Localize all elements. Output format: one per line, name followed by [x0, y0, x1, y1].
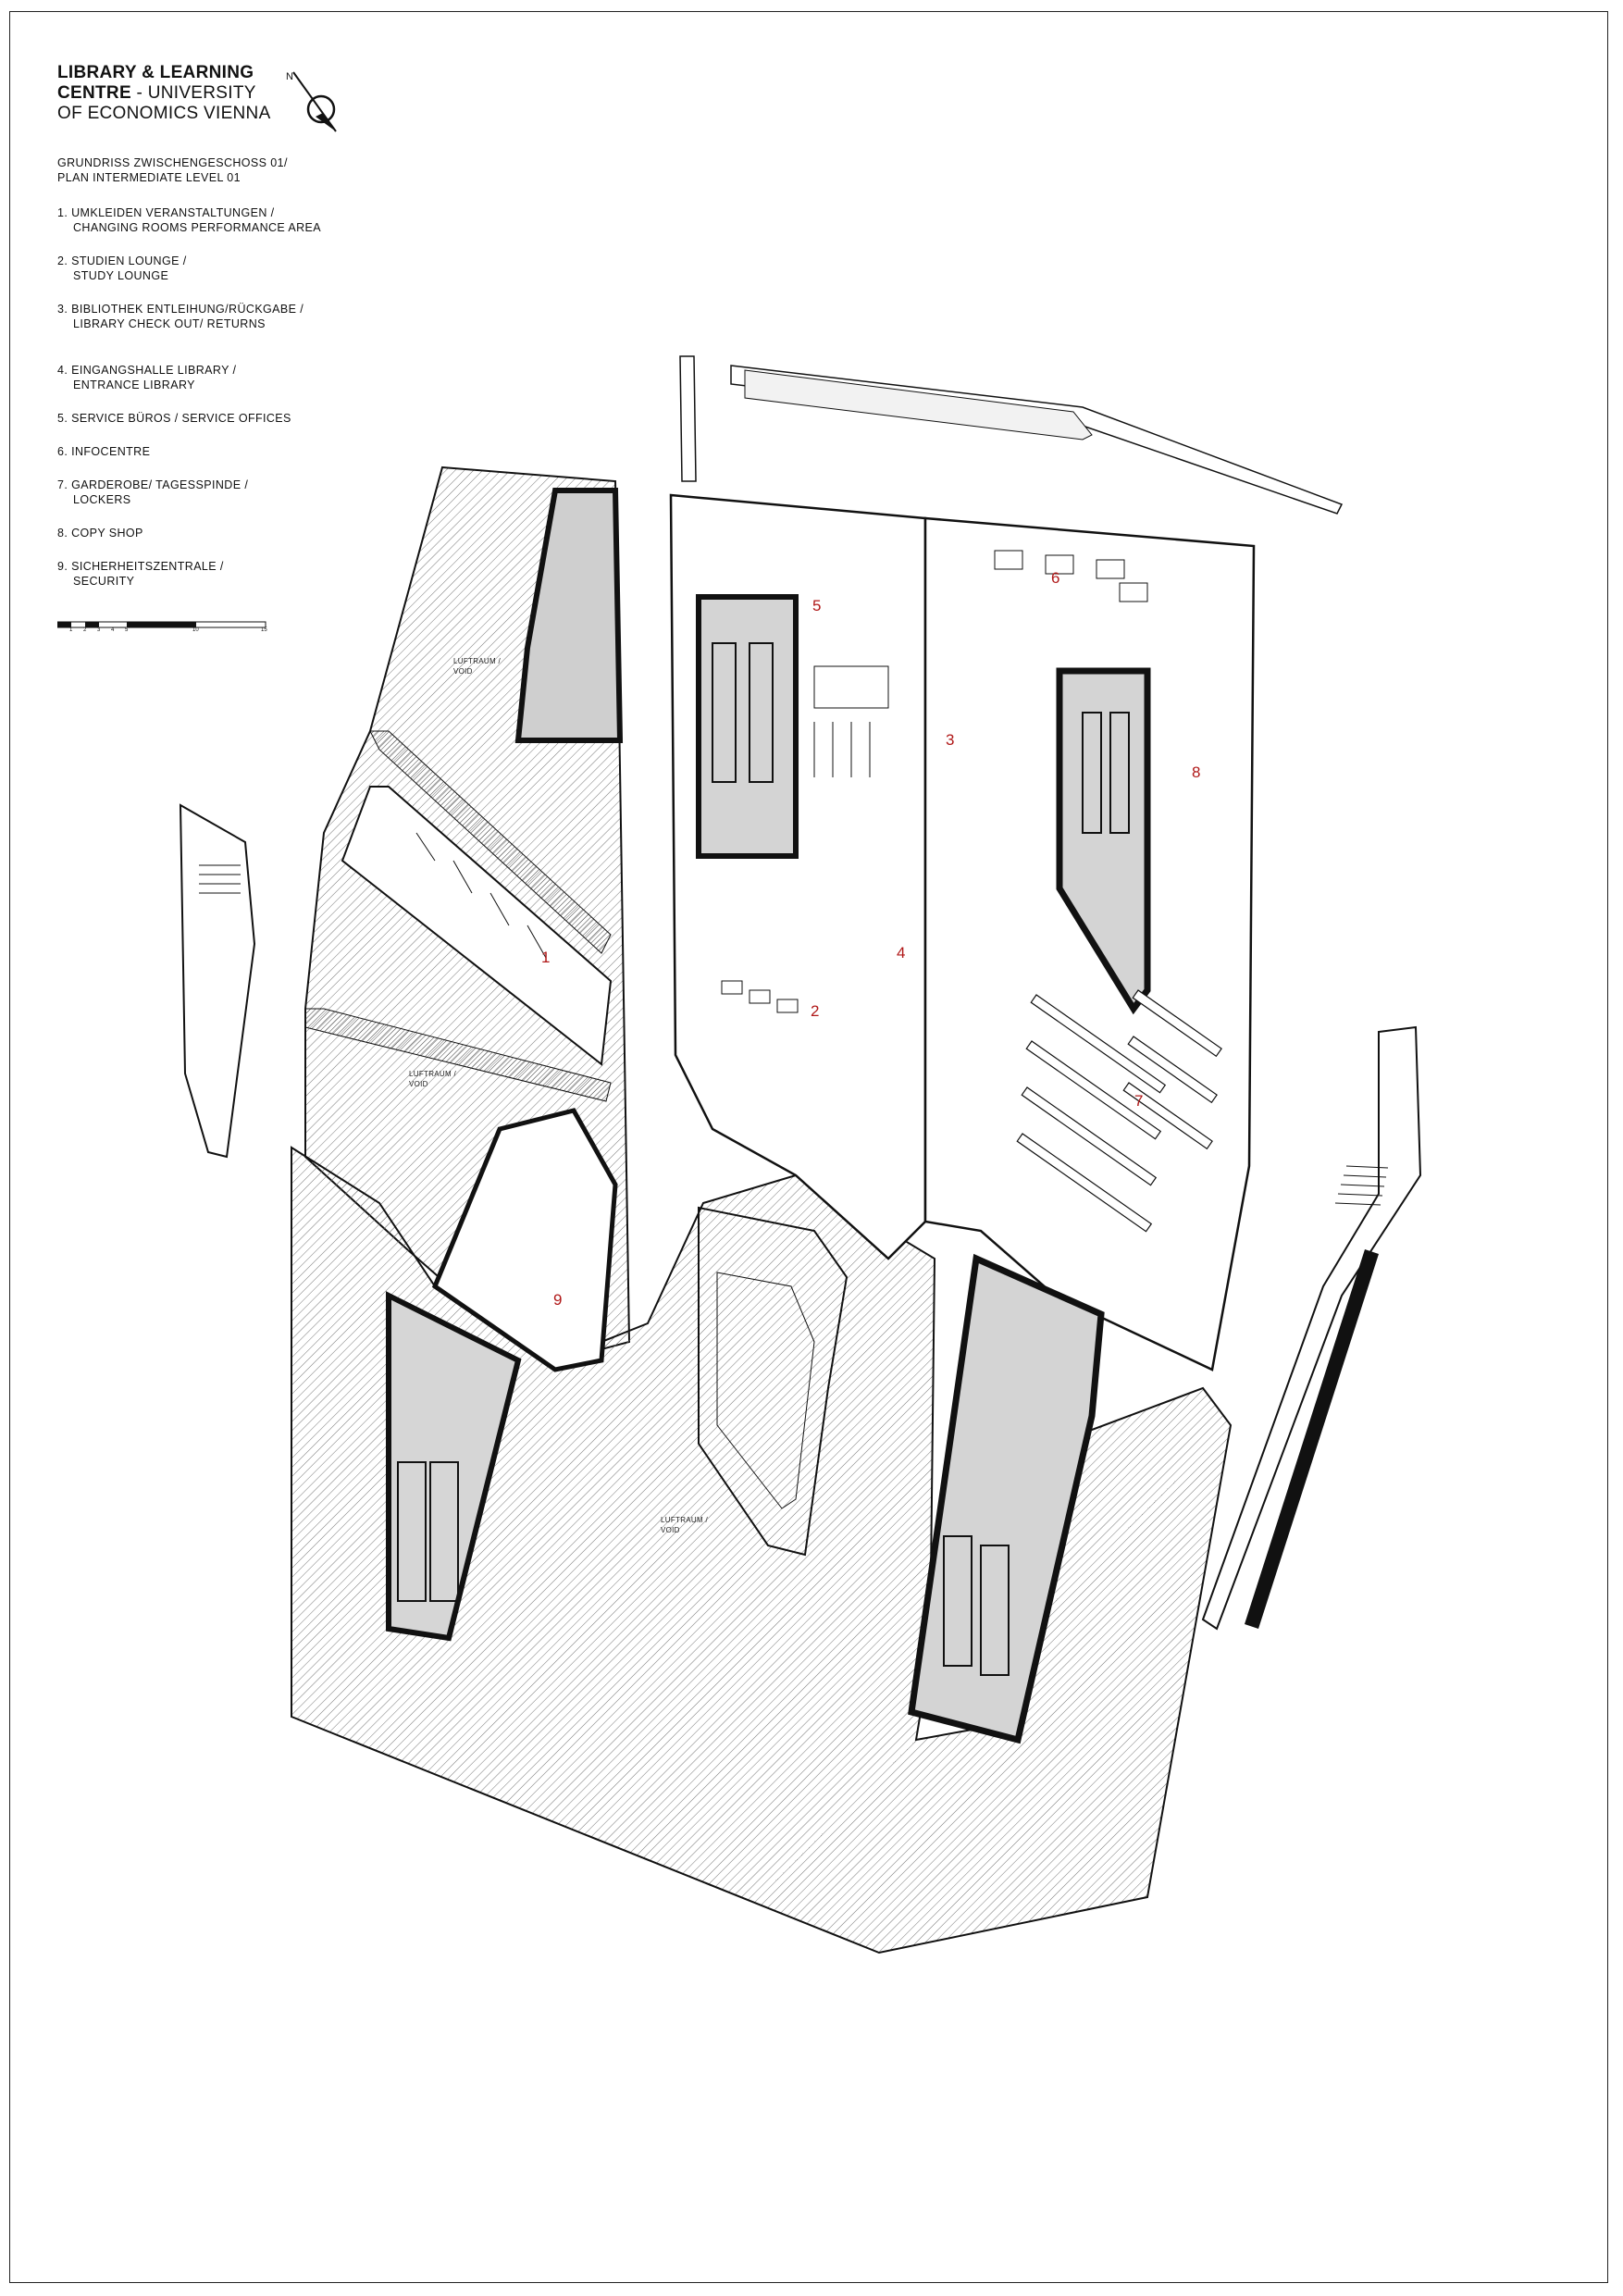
legend-item-6: 6. INFOCENTRE: [57, 444, 363, 459]
room-number-7: 7: [1134, 1092, 1143, 1110]
library-east-block: [923, 516, 1256, 1371]
plan-subtitle: GRUNDRISS ZWISCHENGESCHOSS 01/ PLAN INTE…: [57, 155, 363, 185]
legend-5-line1: 5. SERVICE BÜROS / SERVICE OFFICES: [57, 412, 291, 425]
void-label-3-line1: LUFTRAUM /: [661, 1516, 708, 1524]
svg-text:N: N: [286, 71, 293, 82]
legend-item-8: 8. COPY SHOP: [57, 526, 363, 540]
room-number-9: 9: [553, 1291, 562, 1309]
north-arrow-icon: N: [286, 71, 337, 132]
southeast-core: [908, 1253, 1105, 1744]
infocentre-desks: [994, 550, 1148, 602]
legend-9-line2: SECURITY: [73, 575, 135, 588]
room-number-4: 4: [897, 944, 905, 962]
room-number-6: 6: [1051, 569, 1059, 587]
legend-3-line1: 3. BIBLIOTHEK ENTLEIHUNG/RÜCKGABE /: [57, 303, 304, 316]
title-line-2-rest: - UNIVERSITY: [130, 83, 256, 103]
west-diagonal-band-2: [304, 1008, 612, 1102]
security-block: [431, 1108, 618, 1372]
legend-item-9: 9. SICHERHEITSZENTRALE / SECURITY: [57, 559, 363, 589]
central-void-court: [698, 1206, 849, 1557]
east-ramp: [1201, 1025, 1422, 1631]
title-block: LIBRARY & LEARNING CENTRE - UNIVERSITY O…: [57, 63, 363, 607]
north-entrance-ramp-inner: [744, 369, 1093, 441]
study-lounge-furniture: [721, 665, 889, 1013]
void-label-2-line1: LUFTRAUM /: [409, 1070, 456, 1078]
scale-label-2: 2: [83, 627, 87, 633]
legend-7-line2: LOCKERS: [73, 493, 131, 506]
central-void-court-inner: [716, 1272, 815, 1509]
legend-7-line1: 7. GARDEROBE/ TAGESSPINDE /: [57, 478, 249, 491]
legend-8-line1: 8. COPY SHOP: [57, 527, 143, 540]
room-legend: 1. UMKLEIDEN VERANSTALTUNGEN / CHANGING R…: [57, 205, 363, 589]
legend-3-line2: LIBRARY CHECK OUT/ RETURNS: [73, 317, 266, 330]
scale-label-4: 4: [111, 627, 115, 633]
east-ramp-stairs: [1334, 1165, 1389, 1206]
legend-item-7: 7. GARDEROBE/ TAGESSPINDE / LOCKERS: [57, 478, 363, 507]
legend-item-4: 4. EINGANGSHALLE LIBRARY / ENTRANCE LIBRA…: [57, 363, 363, 392]
scale-label-3: 3: [97, 627, 101, 633]
legend-1-line2: CHANGING ROOMS PERFORMANCE AREA: [73, 221, 321, 234]
sheet-border: [9, 11, 1608, 2283]
room-number-5: 5: [812, 597, 821, 614]
subtitle-line-2: PLAN INTERMEDIATE LEVEL 01: [57, 171, 241, 184]
legend-item-2: 2. STUDIEN LOUNGE / STUDY LOUNGE: [57, 254, 363, 283]
room-number-8: 8: [1192, 763, 1200, 781]
southwest-core-stairs: [397, 1461, 459, 1602]
central-core: [696, 594, 799, 859]
legend-2-line1: 2. STUDIEN LOUNGE /: [57, 254, 187, 267]
north-entrance-ramp: [679, 355, 1344, 515]
scale-label-1: 1: [69, 627, 73, 633]
title-line-2-bold: CENTRE: [57, 83, 131, 103]
changing-room-partitions: [415, 832, 547, 959]
changing-rooms-block: [341, 786, 613, 1066]
project-title: LIBRARY & LEARNING CENTRE - UNIVERSITY O…: [57, 63, 363, 124]
scale-bar: 1 2 3 4 5 10 15: [56, 618, 279, 635]
room-number-1: 1: [541, 949, 550, 966]
legend-2-line2: STUDY LOUNGE: [73, 269, 169, 282]
southeast-core-stairs: [943, 1535, 1010, 1676]
west-ramp-stairs: [199, 864, 241, 894]
west-ramp: [179, 803, 256, 1159]
locker-rows: [1016, 989, 1222, 1233]
legend-1-line1: 1. UMKLEIDEN VERANSTALTUNGEN /: [57, 206, 275, 219]
title-line-3: OF ECONOMICS VIENNA: [57, 104, 271, 123]
legend-item-3: 3. BIBLIOTHEK ENTLEIHUNG/RÜCKGABE /LIBRA…: [57, 302, 363, 331]
east-ramp-strip: [1245, 1249, 1379, 1629]
legend-4-line1: 4. EINGANGSHALLE LIBRARY /: [57, 364, 237, 377]
west-core-shaft: [514, 488, 624, 743]
central-core-stairs: [712, 642, 774, 783]
void-label-2-line2: VOID: [409, 1080, 428, 1088]
southwest-core: [386, 1291, 522, 1642]
legend-4-line2: ENTRANCE LIBRARY: [73, 379, 195, 391]
title-line-1: LIBRARY & LEARNING: [57, 63, 254, 82]
scale-bar-graphic: [56, 621, 266, 628]
void-label-1-line2: VOID: [453, 667, 473, 676]
subtitle-line-1: GRUNDRISS ZWISCHENGESCHOSS 01/: [57, 156, 288, 169]
void-label-3-line2: VOID: [661, 1526, 680, 1534]
east-core-stairs: [1082, 712, 1130, 834]
legend-9-line1: 9. SICHERHEITSZENTRALE /: [57, 560, 224, 573]
scale-label-10: 10: [192, 627, 199, 633]
scale-label-5: 5: [125, 627, 129, 633]
room-number-3: 3: [946, 731, 954, 749]
legend-item-5: 5. SERVICE BÜROS / SERVICE OFFICES: [57, 411, 363, 426]
scale-label-15: 15: [261, 627, 267, 633]
west-diagonal-band: [369, 730, 612, 954]
void-label-1-line1: LUFTRAUM /: [453, 657, 501, 665]
legend-6-line1: 6. INFOCENTRE: [57, 445, 151, 458]
room-number-2: 2: [811, 1002, 819, 1020]
legend-item-1: 1. UMKLEIDEN VERANSTALTUNGEN / CHANGING R…: [57, 205, 363, 235]
